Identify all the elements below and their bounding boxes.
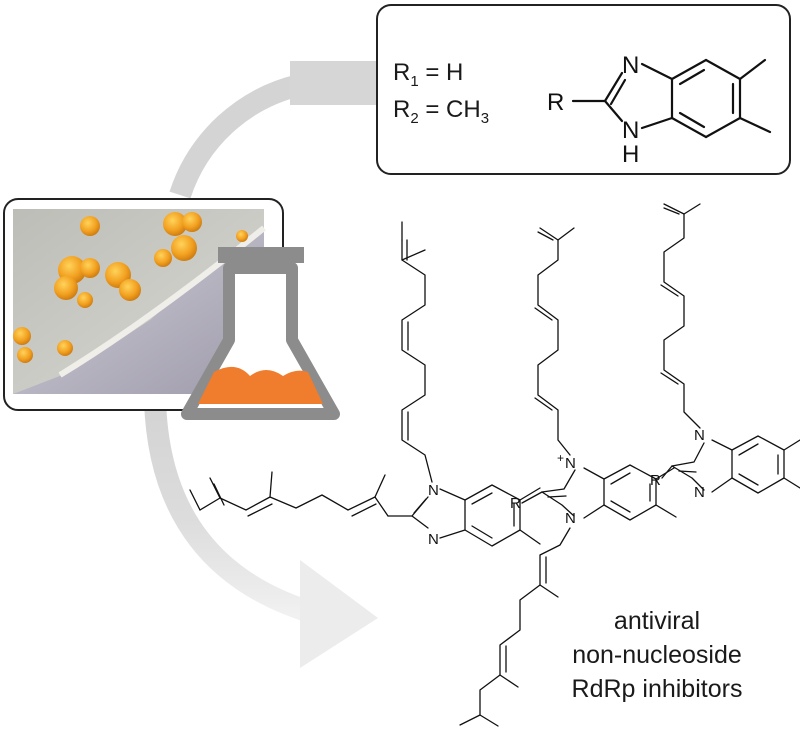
- flask-icon: [181, 247, 340, 420]
- m3-n2: N: [694, 484, 705, 501]
- benzimidazole-core: R N N H: [547, 52, 772, 168]
- core-r-label: R: [547, 89, 564, 116]
- m1-n2: N: [428, 531, 439, 548]
- m3-r: R: [650, 472, 661, 489]
- m2-n2: N: [565, 510, 576, 527]
- caption-line-3: RdRp inhibitors: [571, 675, 743, 703]
- molecule-2: R + N N: [459, 227, 677, 727]
- core-n-bottom: N: [622, 117, 639, 144]
- svg-text:R2 = CH3: R2 = CH3: [393, 96, 489, 127]
- m2-r: R: [510, 495, 521, 512]
- m2-n1: N: [565, 455, 576, 472]
- r1-value: = H: [419, 59, 464, 86]
- caption-line-1: antiviral: [613, 607, 701, 635]
- arrow-head: [300, 560, 378, 668]
- core-n-top: N: [622, 52, 639, 79]
- molecules: N N: [189, 203, 800, 727]
- culture-photo: [13, 209, 266, 394]
- fungal-colonies: [13, 212, 248, 363]
- r2-value: = CH: [419, 96, 481, 123]
- r2-value-subscript: 3: [481, 110, 489, 127]
- cycle-arrow: [144, 61, 382, 668]
- r1-subscript: 1: [410, 73, 418, 90]
- substituent-box: R1 = H R2 = CH3 R N N H: [376, 4, 791, 175]
- m1-n1: N: [428, 482, 439, 499]
- flask-liquid: [198, 366, 323, 404]
- m3-n1: N: [694, 427, 705, 444]
- r2-symbol: R: [393, 96, 410, 123]
- core-h: H: [622, 141, 639, 168]
- caption-line-2: non-nucleoside: [572, 641, 742, 669]
- molecule-3: R N N: [650, 203, 800, 501]
- r2-subscript: 2: [410, 110, 418, 127]
- molecule-1: N N: [189, 221, 541, 548]
- caption: antiviral non-nucleoside RdRp inhibitors: [532, 604, 782, 706]
- r1-symbol: R: [393, 59, 410, 86]
- culture-panel: [3, 198, 340, 420]
- svg-text:R1 = H: R1 = H: [393, 59, 463, 90]
- m2-charge: +: [557, 451, 564, 465]
